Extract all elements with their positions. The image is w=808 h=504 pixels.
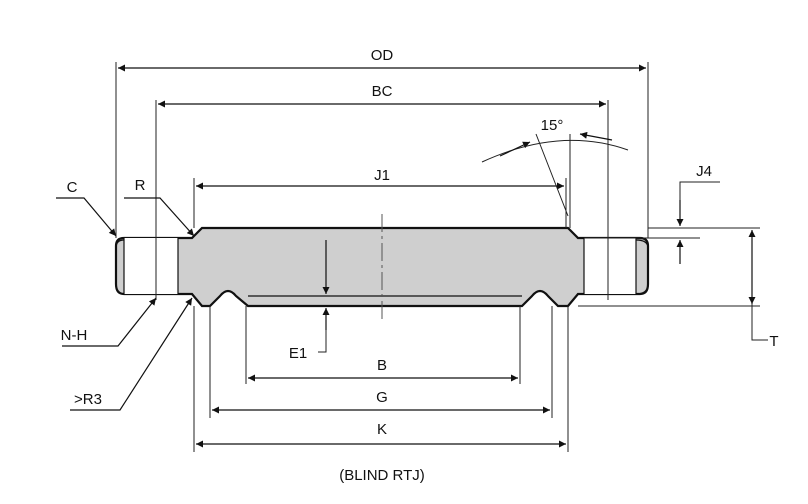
j4-leader xyxy=(679,181,720,200)
g-label: G xyxy=(376,389,388,406)
angle-arc xyxy=(481,139,629,163)
bc-label: BC xyxy=(372,83,393,100)
e1-leader xyxy=(318,330,327,353)
t-leader xyxy=(751,304,768,341)
bolt-hole-left-edge xyxy=(115,239,125,295)
bolt-hole-right-outline xyxy=(583,238,637,294)
bolt-hole-left-outline xyxy=(123,238,179,294)
r-leader xyxy=(124,197,195,237)
c-leader xyxy=(56,197,117,237)
bolt-hole-left xyxy=(124,238,178,294)
t-label: T xyxy=(769,333,778,350)
angle-leader-a xyxy=(499,141,531,157)
b-extension-lines xyxy=(245,306,521,384)
angle-label: 15° xyxy=(541,117,564,134)
r3-leader xyxy=(70,297,193,411)
od-extension-lines xyxy=(115,62,649,238)
nh-leader xyxy=(62,297,157,347)
t-extension-lines xyxy=(578,227,760,307)
j1-label: J1 xyxy=(374,167,390,184)
k-label: K xyxy=(377,421,387,438)
nh-label: N-H xyxy=(61,327,88,344)
j1-extension-lines xyxy=(193,178,567,228)
k-extension-lines xyxy=(193,306,569,452)
angle-leader-b xyxy=(579,131,613,141)
r-label: R xyxy=(135,177,146,194)
od-label: OD xyxy=(371,47,394,64)
e1-label: E1 xyxy=(289,345,307,362)
b-label: B xyxy=(377,357,387,374)
caption: (BLIND RTJ) xyxy=(339,467,425,484)
j4-label: J4 xyxy=(696,163,712,180)
bc-extension-lines xyxy=(155,100,609,300)
bolt-hole-right xyxy=(584,238,636,294)
bolt-hole-right-edge xyxy=(635,239,649,295)
r3-label: >R3 xyxy=(74,391,102,408)
angle-ref-lines xyxy=(535,133,571,228)
c-label: C xyxy=(67,179,78,196)
g-extension-lines xyxy=(209,306,553,418)
